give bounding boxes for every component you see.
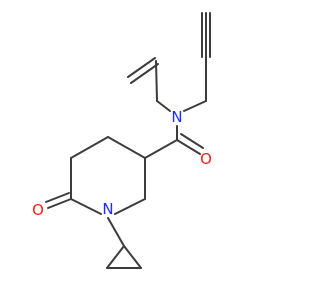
bond-carbonyl-o-2 bbox=[180, 133, 204, 149]
bond-carbonyl-o-1 bbox=[176, 139, 201, 155]
bond-n1-c2 bbox=[114, 198, 146, 215]
allyl-group bbox=[127, 57, 171, 112]
bond-c6-o-1 bbox=[47, 198, 72, 209]
molecule-drawing: N O N O bbox=[32, 12, 212, 269]
bond-propargyl-n bbox=[183, 100, 207, 112]
bond-carbonyl-ring bbox=[144, 139, 178, 159]
atom-label-ring-o: O bbox=[32, 201, 44, 219]
bond-allyl-terminal-double-2 bbox=[130, 63, 159, 84]
bond-allyl-ch-ch2 bbox=[155, 60, 158, 102]
bond-allyl-n bbox=[156, 100, 171, 112]
cyclopropyl-group bbox=[106, 217, 142, 269]
bond-cyclopropyl-a bbox=[106, 245, 125, 269]
atom-label-ring-n: N bbox=[102, 200, 113, 218]
bond-n1-cyclopropyl bbox=[107, 217, 125, 247]
bond-c6-n1 bbox=[70, 198, 102, 215]
amide-group bbox=[144, 125, 204, 159]
structure-canvas: N O N O bbox=[32, 12, 212, 269]
bond-allyl-terminal-double-1 bbox=[127, 57, 156, 78]
bond-c6-o-2 bbox=[45, 192, 70, 203]
atom-label-amide-o: O bbox=[200, 150, 212, 168]
piperidinone-ring bbox=[45, 136, 146, 215]
bond-cyclopropyl-c bbox=[123, 245, 142, 269]
propargyl-group bbox=[183, 12, 211, 112]
bond-c3-c4 bbox=[107, 136, 146, 159]
atom-label-amide-n: N bbox=[171, 108, 182, 126]
bond-c4-c5 bbox=[70, 136, 109, 159]
